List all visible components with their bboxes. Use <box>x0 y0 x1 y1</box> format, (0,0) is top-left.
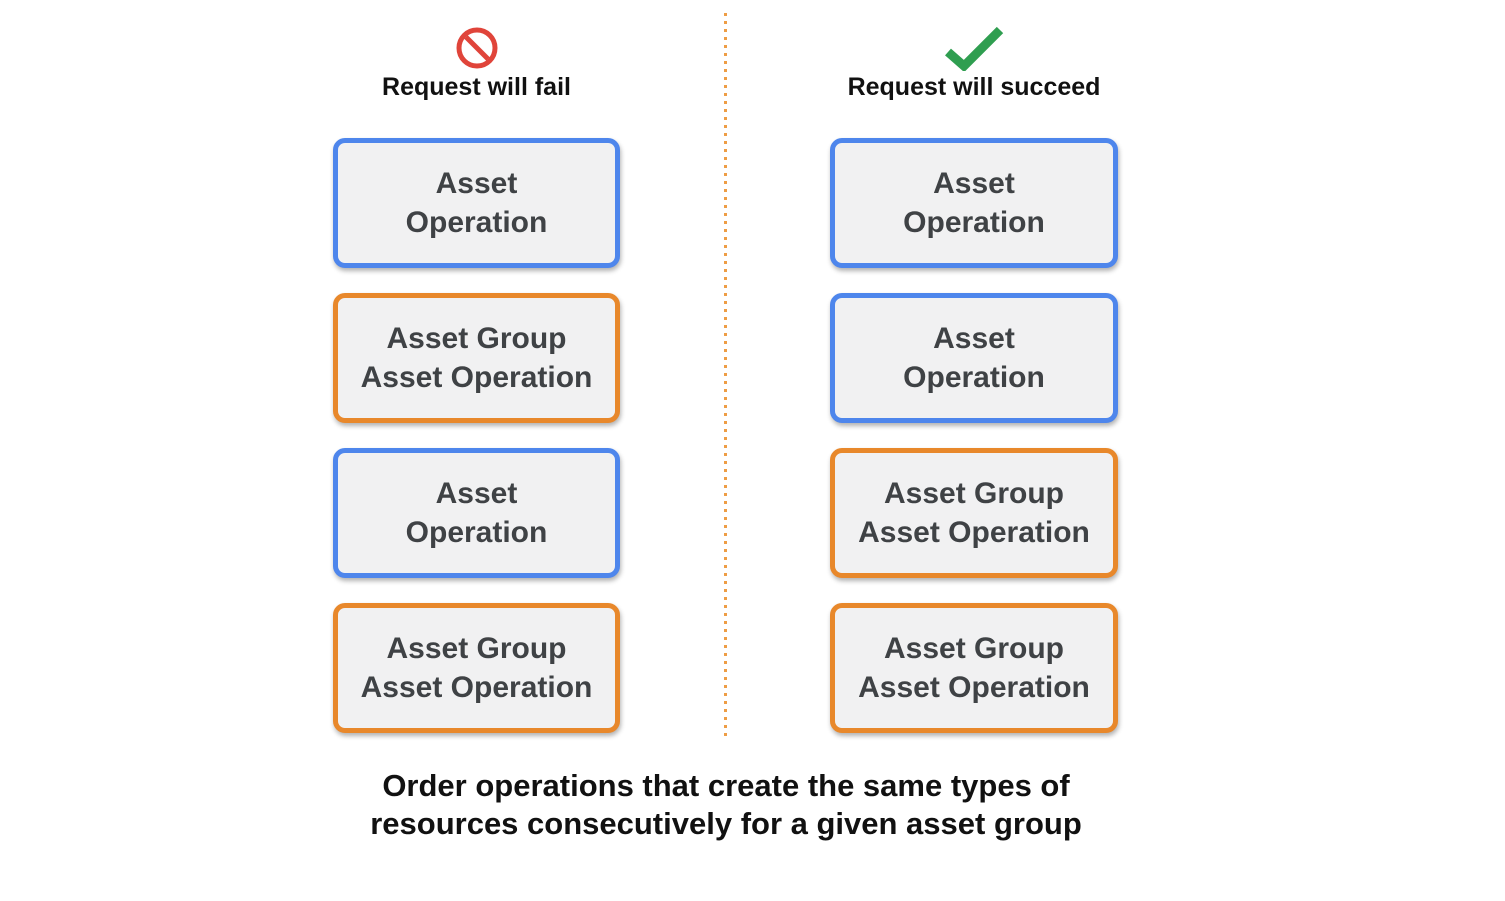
box-label-line: Asset Group <box>386 322 567 355</box>
column-divider <box>724 13 727 737</box>
asset-group-asset-operation-box: Asset Group Asset Operation <box>333 603 620 733</box>
asset-operation-box: Asset Operation <box>830 138 1118 268</box>
box-label-line: Operation <box>405 516 548 549</box>
prohibition-icon <box>456 25 498 71</box>
succeed-header-title: Request will succeed <box>847 73 1101 101</box>
asset-operation-box: Asset Operation <box>830 293 1118 423</box>
asset-group-asset-operation-box: Asset Group Asset Operation <box>333 293 620 423</box>
box-label-line: Asset Group <box>386 632 567 665</box>
box-label-line: Operation <box>903 361 1045 394</box>
box-label: Asset Group Asset Operation <box>361 629 593 707</box>
diagram-caption: Order operations that create the same ty… <box>326 767 1126 843</box>
checkmark-icon <box>944 25 1004 71</box>
box-label-line: Operation <box>903 206 1045 239</box>
succeed-column: Request will succeed Asset Operation Ass… <box>830 25 1118 733</box>
box-label-line: Asset Operation <box>360 361 593 394</box>
asset-operation-box: Asset Operation <box>333 448 620 578</box>
box-label: Asset Group Asset Operation <box>858 629 1090 707</box>
box-label-line: Asset <box>933 322 1015 355</box>
box-label-line: Asset <box>435 477 518 510</box>
box-label-line: Asset Group <box>883 632 1064 665</box>
box-label: Asset Group Asset Operation <box>361 319 593 397</box>
asset-group-asset-operation-box: Asset Group Asset Operation <box>830 603 1118 733</box>
box-label-line: Asset Operation <box>858 671 1090 704</box>
box-label: Asset Operation <box>406 164 548 242</box>
caption-line: resources consecutively for a given asse… <box>370 806 1082 841</box>
box-label-line: Asset Operation <box>858 516 1090 549</box>
box-label-line: Asset <box>933 167 1015 200</box>
fail-header: Request will fail <box>382 25 571 113</box>
box-label: Asset Operation <box>406 474 548 552</box>
box-label: Asset Operation <box>903 319 1045 397</box>
caption-line: Order operations that create the same ty… <box>382 768 1070 803</box>
fail-header-title: Request will fail <box>382 73 571 101</box>
box-label: Asset Group Asset Operation <box>858 474 1090 552</box>
box-label-line: Operation <box>405 206 548 239</box>
fail-column: Request will fail Asset Operation Asset … <box>333 25 620 733</box>
box-label-line: Asset Operation <box>360 671 593 704</box>
box-label: Asset Operation <box>903 164 1045 242</box>
asset-operation-box: Asset Operation <box>333 138 620 268</box>
asset-group-asset-operation-box: Asset Group Asset Operation <box>830 448 1118 578</box>
box-label-line: Asset Group <box>883 477 1064 510</box>
box-label-line: Asset <box>435 167 518 200</box>
succeed-header: Request will succeed <box>847 25 1101 113</box>
